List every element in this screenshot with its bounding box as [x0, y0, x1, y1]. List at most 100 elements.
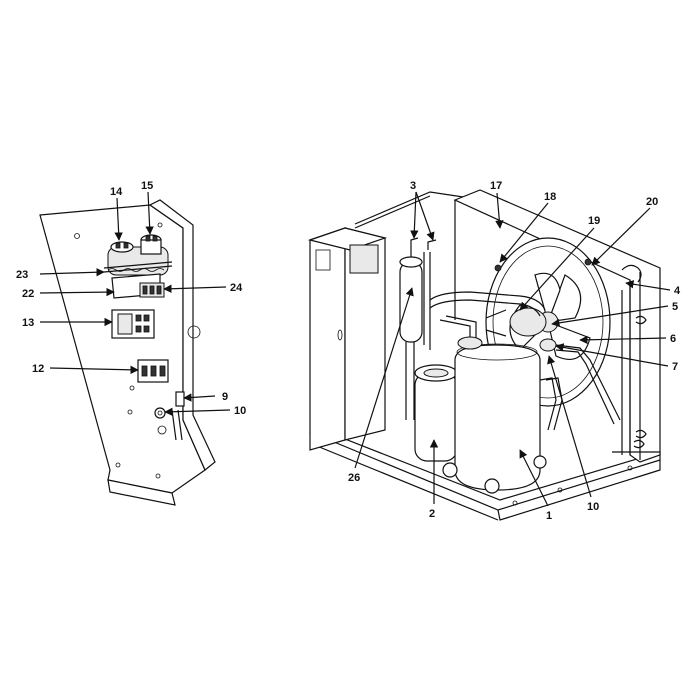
accumulator-body [399, 261, 423, 343]
leader-22 [39, 287, 115, 297]
callout-23: 23 [16, 269, 28, 281]
suction-line [429, 291, 546, 311]
leader-12 [49, 365, 139, 375]
capacitor-15-body [140, 239, 162, 255]
leader-23 [39, 268, 105, 277]
relay-terminal [159, 365, 166, 377]
base-screw [557, 487, 563, 493]
top-rail [354, 195, 431, 229]
base-pan-edge [497, 460, 661, 521]
leader-15 [145, 191, 154, 235]
callout-9: 9 [222, 391, 228, 403]
callout-22: 22 [22, 288, 34, 300]
callout-17: 17 [490, 180, 502, 192]
callout-labels: 14 15 23 22 24 13 12 9 10 3 17 18 19 20 … [16, 180, 681, 522]
callout-6: 6 [670, 333, 676, 345]
capacitor-terminal [145, 235, 151, 242]
coil-bend [635, 429, 647, 439]
electrical-panel [39, 199, 216, 506]
discharge-line [445, 315, 477, 340]
fan-blade [547, 274, 582, 323]
accumulator-tube [427, 239, 437, 250]
leader-3b [415, 191, 435, 241]
capacitor-strap [103, 265, 173, 273]
leader-26 [354, 287, 414, 469]
panel-screw [127, 409, 133, 415]
leader-10-right [547, 355, 592, 498]
panel-flange [148, 199, 216, 471]
discharge-line [439, 319, 471, 340]
callout-26: 26 [348, 472, 360, 484]
condensing-unit [307, 189, 661, 521]
leader-3a [410, 191, 419, 239]
switch-fitting [157, 425, 167, 435]
leader-4 [625, 280, 671, 291]
relay-terminal [150, 365, 157, 377]
compressor-line [539, 377, 557, 431]
terminal-block-lug [149, 285, 155, 295]
switch-9 [175, 391, 185, 407]
leader-1 [519, 449, 549, 507]
shroud-bolt-18 [494, 264, 502, 272]
left-post [309, 227, 346, 451]
top-rail [354, 191, 471, 225]
callout-18: 18 [544, 191, 556, 203]
leader-17 [495, 192, 504, 229]
suction-line [429, 299, 541, 317]
switch-10-hub [157, 410, 163, 416]
leader-10-left [164, 407, 231, 416]
callout-13: 13 [22, 317, 34, 329]
accumulator-tube [410, 237, 419, 257]
base-screw [627, 465, 633, 471]
liquid-line [555, 349, 615, 425]
callout-1: 1 [546, 510, 552, 522]
drier-cap [423, 368, 449, 378]
callout-10-left: 10 [234, 405, 246, 417]
callout-2: 2 [429, 508, 435, 520]
panel-screw [74, 233, 80, 239]
relay [137, 359, 169, 383]
contactor-lug [143, 325, 150, 333]
contactor [111, 309, 155, 339]
capacitor-strap [103, 261, 173, 269]
base-screw [512, 500, 518, 506]
panel-screw [157, 222, 163, 228]
compressor-grommet [533, 455, 547, 469]
liquid-line [555, 344, 621, 421]
compressor-line [545, 377, 563, 431]
panel-screw [129, 385, 135, 391]
compressor-terminal-cover [457, 336, 483, 350]
callout-10-right: 10 [587, 501, 599, 513]
panel-screw [155, 473, 161, 479]
callout-4: 4 [674, 285, 681, 297]
capacitor-terminal [152, 235, 158, 242]
fan-ring [492, 245, 604, 399]
leader-20 [591, 207, 651, 266]
coil-bend [621, 264, 642, 283]
contactor-lug [135, 314, 142, 322]
relay-terminal [141, 365, 148, 377]
shroud-bolt-20 [584, 258, 592, 266]
post-slot [337, 329, 343, 341]
callout-7: 7 [672, 361, 678, 373]
terminal-block-lug [142, 285, 148, 295]
drier-body [414, 372, 458, 462]
capacitor-14-top [110, 241, 134, 253]
leader-19 [519, 227, 595, 311]
leader-14 [114, 197, 123, 241]
callout-19: 19 [588, 215, 600, 227]
contactor-coil [117, 313, 133, 335]
callout-15: 15 [141, 180, 153, 192]
post-insert [349, 244, 379, 274]
service-valve [539, 338, 557, 352]
leader-lines [39, 191, 671, 507]
switch-10-knob [154, 407, 166, 419]
leader-5 [551, 305, 669, 327]
leader-7 [555, 343, 669, 367]
strap-coil [107, 268, 165, 272]
accumulator-cap [399, 256, 423, 268]
leader-9 [183, 393, 216, 402]
leader-6 [579, 335, 667, 345]
callout-3: 3 [410, 180, 416, 192]
